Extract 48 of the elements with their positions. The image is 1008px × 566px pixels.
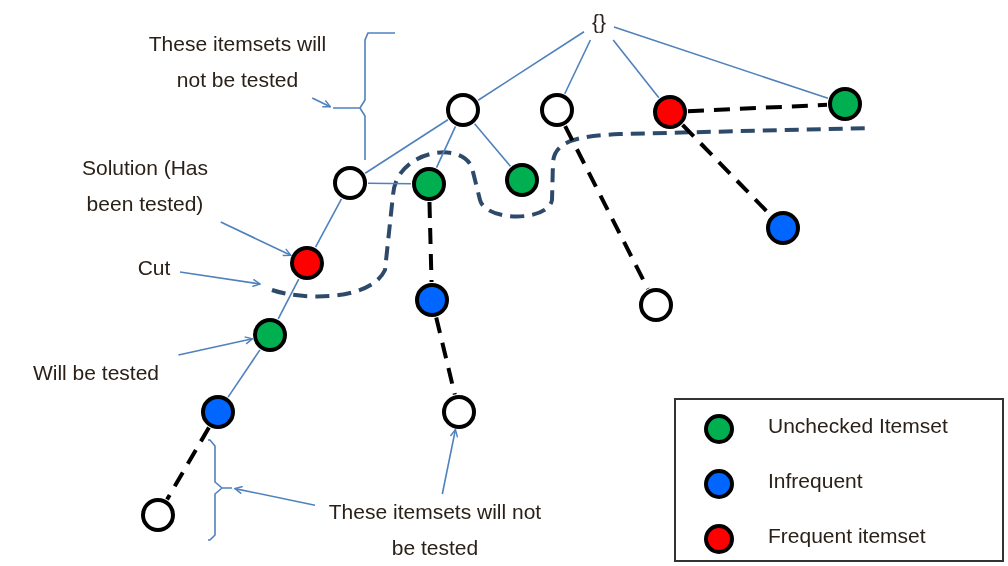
- legend-label: Frequent itemset: [768, 524, 926, 548]
- tree-edge: [277, 278, 300, 320]
- itemset-node: [415, 283, 449, 317]
- itemset-node: [653, 95, 687, 129]
- tree-edge: [427, 201, 434, 283]
- legend-label: Infrequent: [768, 469, 863, 493]
- annotation-text: Solution (Has been tested): [60, 150, 230, 222]
- itemset-node: [333, 166, 367, 200]
- tree-edge: [612, 39, 660, 99]
- tree-edge: [477, 30, 585, 101]
- annotation-text: These itemsets will not be tested: [315, 494, 555, 566]
- leader-line: [234, 485, 316, 506]
- itemset-node: [828, 87, 862, 121]
- annotation-text: Will be tested: [6, 355, 186, 391]
- tree-edge: [367, 182, 412, 185]
- bracket: [332, 32, 396, 161]
- tree-edge: [613, 26, 829, 100]
- itemset-node: [141, 498, 175, 532]
- tree-edge: [227, 349, 261, 398]
- itemset-node: [639, 288, 673, 322]
- tree-edge: [434, 317, 457, 395]
- itemset-node: [540, 93, 574, 127]
- tree-edge: [473, 122, 512, 168]
- leader-line: [311, 97, 332, 108]
- leader-line: [179, 271, 261, 288]
- leader-line: [441, 428, 459, 495]
- itemset-node: [766, 211, 800, 245]
- itemset-node: [290, 246, 324, 280]
- root-label: {}: [584, 4, 614, 40]
- tree-edge: [563, 39, 592, 95]
- itemset-node: [412, 167, 446, 201]
- tree-edge: [435, 125, 457, 169]
- itemset-node: [442, 395, 476, 429]
- tree-edge: [314, 198, 343, 248]
- itemset-node: [201, 395, 235, 429]
- annotation-text: These itemsets will not be tested: [135, 26, 340, 98]
- tree-edge: [687, 102, 828, 114]
- itemset-node: [505, 163, 539, 197]
- annotation-text: Cut: [128, 250, 180, 286]
- tree-edge: [364, 118, 449, 175]
- legend-label: Unchecked Itemset: [768, 414, 948, 438]
- tree-edge: [165, 426, 211, 501]
- leader-line: [177, 336, 254, 356]
- itemset-node: [446, 93, 480, 127]
- leader-line: [219, 221, 292, 257]
- itemset-node: [253, 318, 287, 352]
- bracket: [207, 439, 233, 541]
- tree-edge: [563, 125, 650, 290]
